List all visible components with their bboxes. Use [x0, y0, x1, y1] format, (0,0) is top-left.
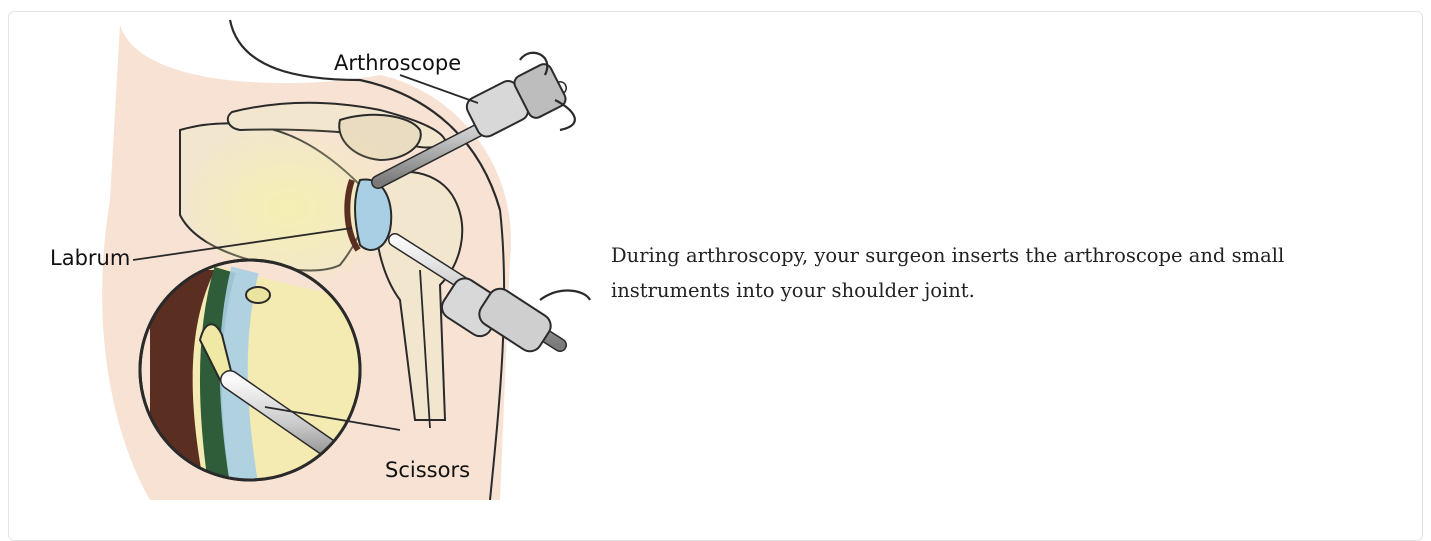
- figure-caption: During arthroscopy, your surgeon inserts…: [611, 238, 1391, 308]
- labrum-label: Labrum: [50, 248, 130, 269]
- shoulder-arthroscopy-figure: Arthroscope Labrum Scissors: [0, 0, 600, 519]
- scissors-label: Scissors: [385, 460, 470, 481]
- arthroscope-label: Arthroscope: [334, 53, 461, 74]
